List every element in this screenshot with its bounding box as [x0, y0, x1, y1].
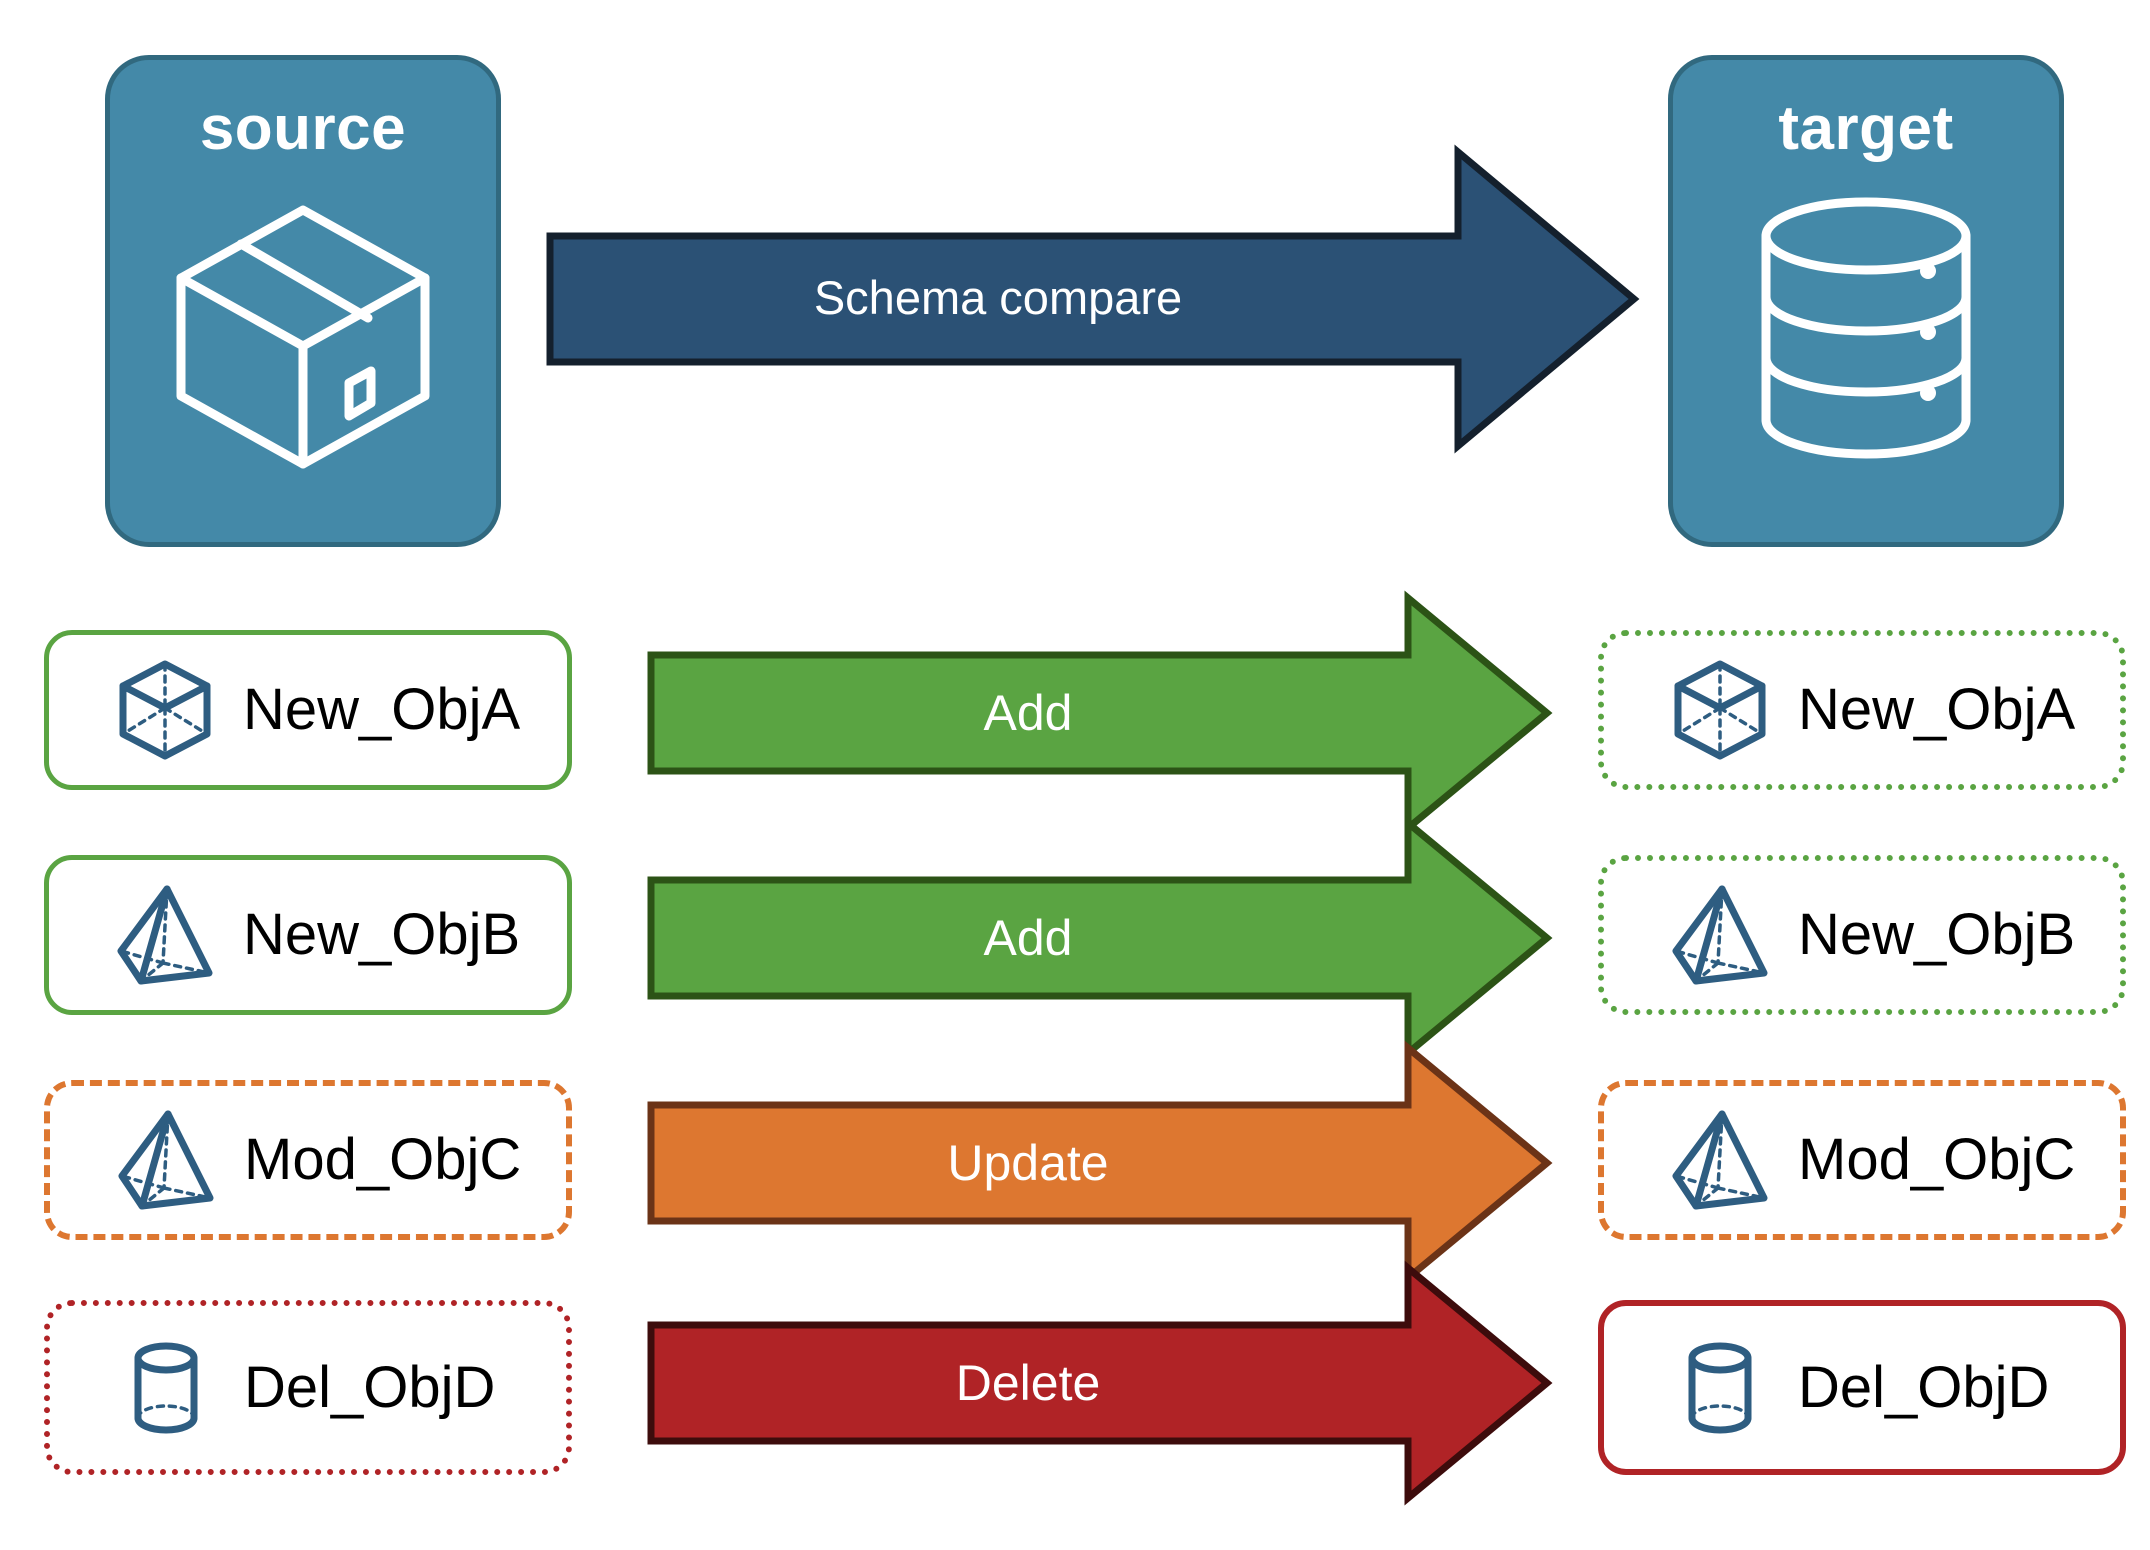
package-box-icon [153, 178, 453, 478]
target-endpoint-card: target [1668, 55, 2064, 547]
source-endpoint-card: source [105, 55, 501, 547]
source-object-card[interactable]: New_ObjA [44, 630, 572, 790]
source-object-label: New_ObjB [243, 902, 521, 967]
wireframe-pyramid-icon [1666, 1106, 1774, 1214]
source-object-card[interactable]: Mod_ObjC [44, 1080, 572, 1240]
target-object-label: New_ObjA [1798, 677, 2076, 742]
target-object-label: Mod_ObjC [1798, 1127, 2076, 1192]
target-object-label: New_ObjB [1798, 902, 2076, 967]
action-arrow-label: Add [983, 685, 1073, 741]
source-title: source [199, 94, 407, 163]
compare-row: New_ObjA Add [0, 590, 2150, 836]
wireframe-cylinder-icon [1666, 1334, 1774, 1442]
wireframe-cylinder-icon [112, 1334, 220, 1442]
database-cylinder-icon [1716, 178, 2016, 478]
compare-row: New_ObjB Add [0, 815, 2150, 1061]
target-object-card[interactable]: Del_ObjD [1598, 1300, 2126, 1475]
compare-row: Del_ObjD Delete Del_ObjD [0, 1260, 2150, 1506]
schema-compare-arrow-label: Schema compare [813, 271, 1183, 324]
wireframe-cube-icon [1666, 656, 1774, 764]
target-object-card[interactable]: New_ObjA [1598, 630, 2126, 790]
target-title: target [1778, 94, 1954, 163]
source-object-label: Mod_ObjC [244, 1127, 522, 1192]
wireframe-cube-icon [111, 656, 219, 764]
wireframe-pyramid-icon [1666, 881, 1774, 989]
target-object-card[interactable]: Mod_ObjC [1598, 1080, 2126, 1240]
target-object-label: Del_ObjD [1798, 1354, 2050, 1420]
compare-row: Mod_ObjC Update [0, 1020, 2150, 1286]
source-object-label: New_ObjA [243, 677, 521, 742]
source-object-card[interactable]: New_ObjB [44, 855, 572, 1015]
action-arrow-label: Delete [955, 1355, 1101, 1411]
action-arrow-update: Update [647, 1040, 1553, 1286]
action-arrow-add: Add [647, 590, 1553, 836]
schema-compare-arrow: Schema compare [546, 144, 1640, 454]
wireframe-pyramid-icon [112, 1106, 220, 1214]
source-object-label: Del_ObjD [244, 1354, 496, 1420]
source-object-card[interactable]: Del_ObjD [44, 1300, 572, 1475]
action-arrow-label: Update [947, 1135, 1109, 1191]
action-arrow-delete: Delete [647, 1260, 1553, 1506]
action-arrow-add: Add [647, 815, 1553, 1061]
action-arrow-label: Add [983, 910, 1073, 966]
wireframe-pyramid-icon [111, 881, 219, 989]
target-object-card[interactable]: New_ObjB [1598, 855, 2126, 1015]
